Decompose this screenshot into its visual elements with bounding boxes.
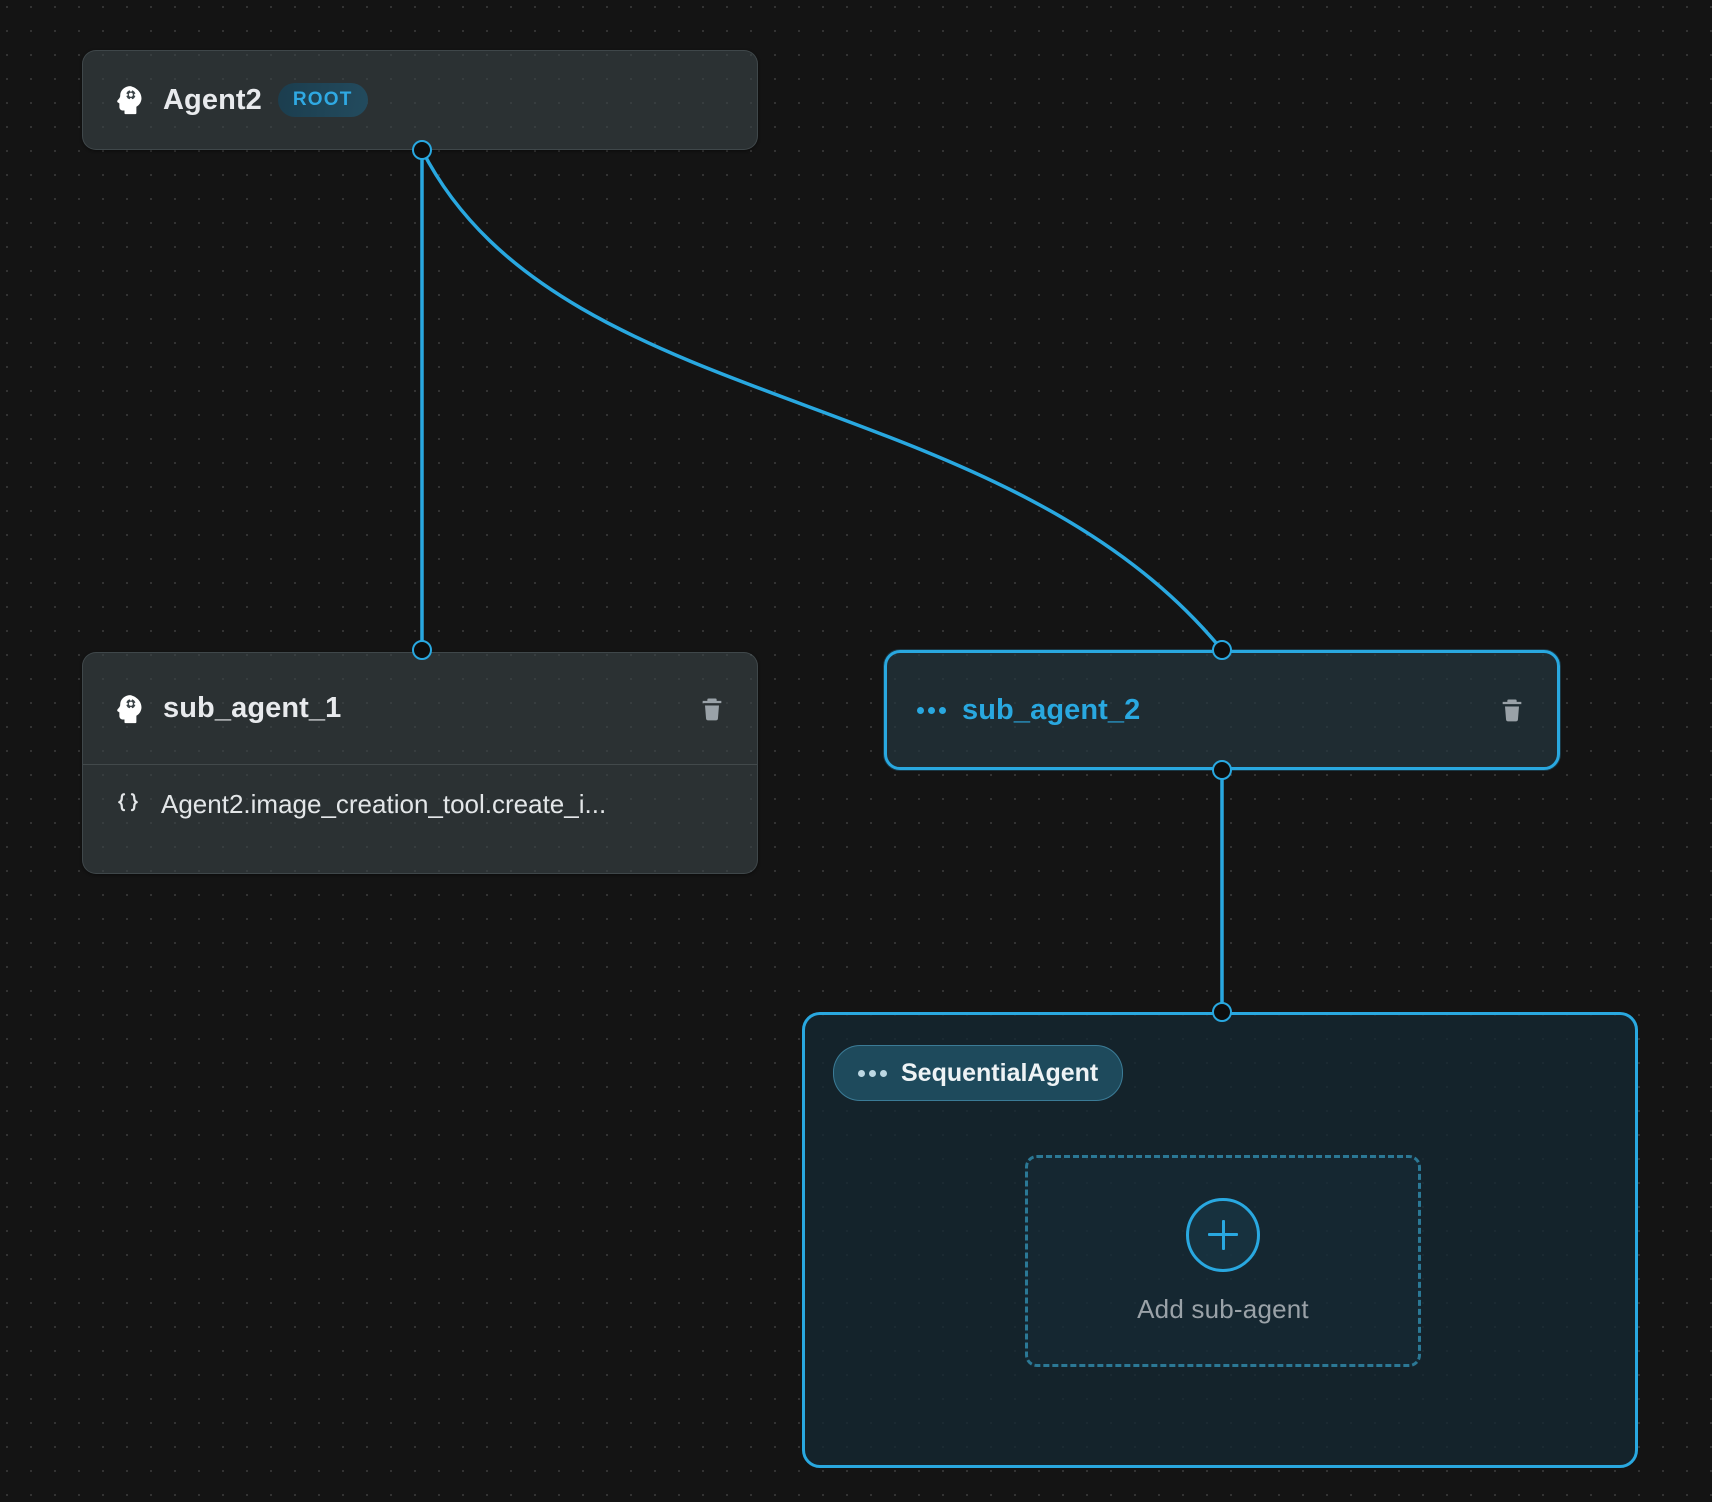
handle-sub-agent-2-source[interactable] [1212,760,1232,780]
node-agent2-root[interactable]: Agent2 ROOT [82,50,758,150]
sequential-agent-label: SequentialAgent [901,1058,1099,1087]
plus-circle-icon[interactable] [1186,1197,1260,1272]
add-sub-agent-dropzone[interactable]: Add sub-agent [1025,1155,1421,1367]
braces-icon [113,789,143,819]
trash-icon [698,695,726,723]
handle-root-source[interactable] [412,140,432,160]
delete-button[interactable] [1493,691,1531,729]
tool-row[interactable]: Agent2.image_creation_tool.create_i... [83,765,757,843]
node-sub-agent-1[interactable]: sub_agent_1 Agent2.image_creation_tool.c… [82,652,758,874]
handle-sub-agent-1-target[interactable] [412,640,432,660]
edge-root-to-sub-agent-2 [420,148,1224,652]
node-title: Agent2 [163,83,262,116]
node-header: sub_agent_2 [887,653,1557,767]
tool-label: Agent2.image_creation_tool.create_i... [161,788,607,819]
dots-icon [917,706,946,714]
sequential-agent-badge[interactable]: SequentialAgent [833,1045,1124,1101]
delete-button[interactable] [693,690,731,728]
brain-gear-icon [113,83,147,117]
add-sub-agent-label: Add sub-agent [1137,1293,1309,1324]
handle-sequential-agent-target[interactable] [1212,1002,1232,1022]
dots-icon [858,1069,887,1077]
trash-icon [1498,696,1526,724]
plus-glyph [1208,1219,1238,1250]
node-header: sub_agent_1 [83,653,757,764]
node-header: Agent2 ROOT [83,51,757,149]
node-sequential-agent[interactable]: SequentialAgent Add sub-agent [802,1012,1638,1468]
handle-sub-agent-2-target[interactable] [1212,640,1232,660]
divider [83,764,757,765]
status-badge: ROOT [277,83,368,117]
brain-gear-icon [113,692,147,726]
node-sub-agent-2[interactable]: sub_agent_2 [884,650,1560,770]
node-title: sub_agent_1 [163,692,342,724]
node-title: sub_agent_2 [962,693,1141,726]
